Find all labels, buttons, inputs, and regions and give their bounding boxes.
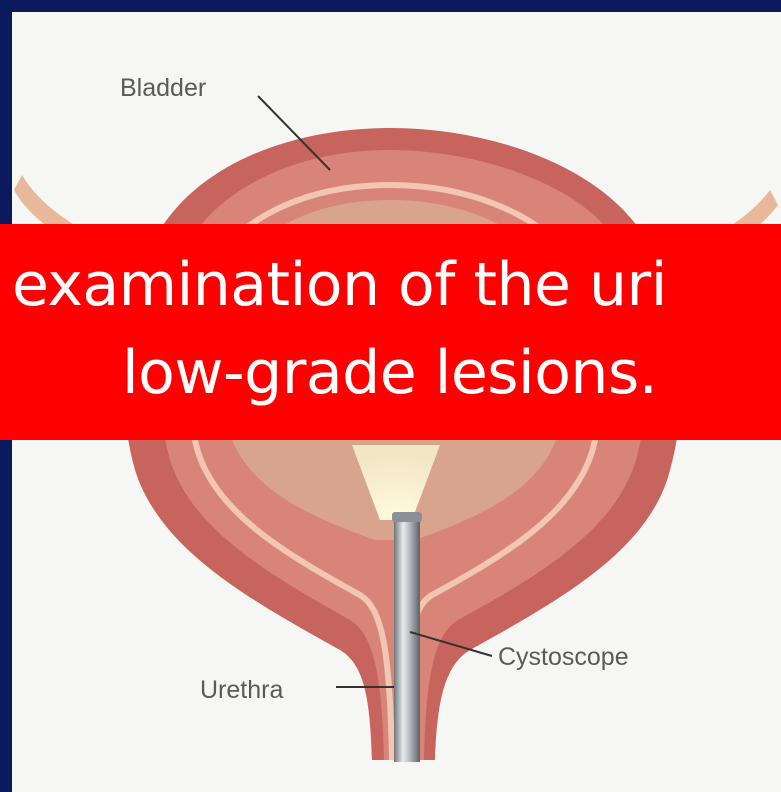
bladder-label: Bladder — [120, 74, 206, 103]
cystoscope-label: Cystoscope — [498, 643, 629, 672]
cystoscope-tip — [392, 512, 422, 522]
caption-line-2: low-grade lesions. — [122, 338, 657, 408]
caption-overlay: examination of the uri low-grade lesions… — [0, 224, 781, 440]
caption-line-1: examination of the uri — [12, 250, 667, 320]
cystoscope-shaft — [394, 516, 420, 762]
urethra-label: Urethra — [200, 676, 283, 705]
